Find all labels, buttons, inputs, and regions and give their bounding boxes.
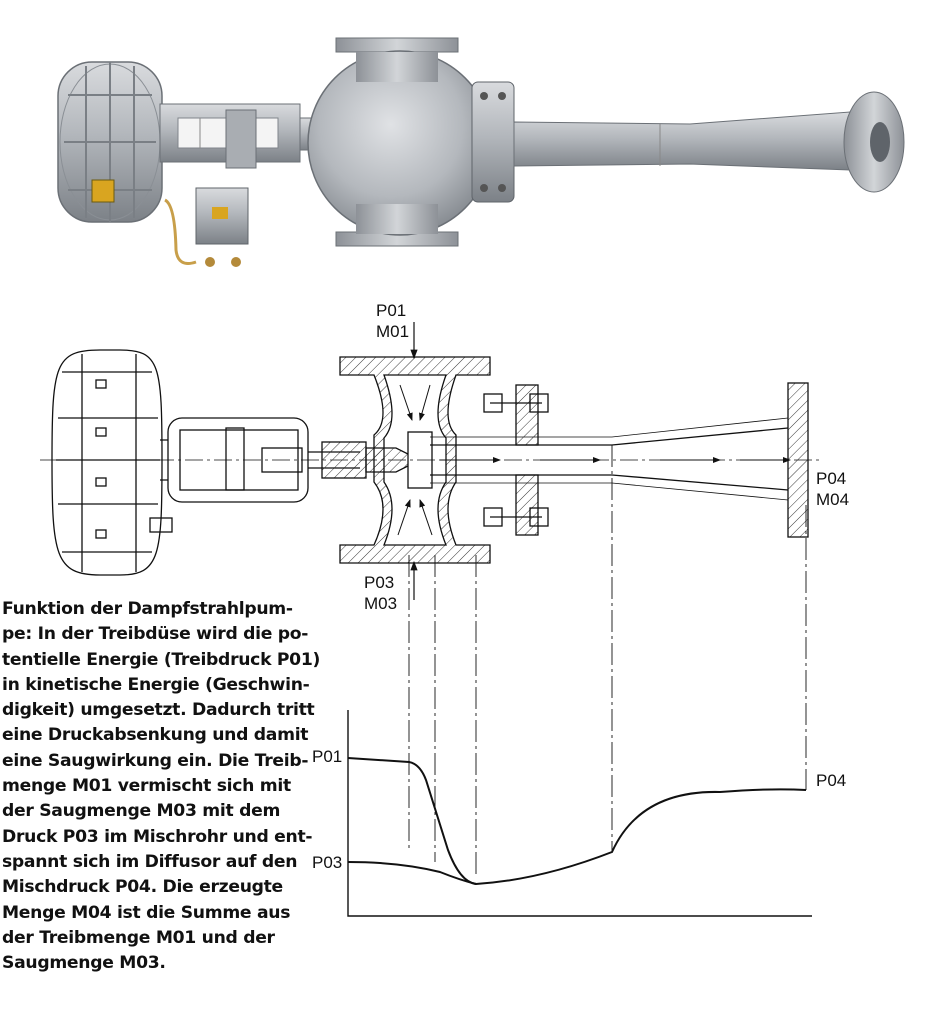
caption-line: digkeit) umgesetzt. Dadurch tritt [2,700,315,721]
caption: Funktion der Dampfstrahlpum- pe: In der … [2,597,321,976]
flange-bolts-drawing [483,384,549,536]
label-p01-top: P01 [376,301,406,320]
diffuser-tube [513,91,905,193]
caption-line: Funktion der Dampfstrahlpum- [2,599,293,619]
projection-lines [408,445,807,878]
pump-photo [57,37,905,267]
caption-line: tentielle Energie (Treibdruck P01) [2,649,321,670]
outlet-flange [471,81,515,203]
caption-line: spannt sich im Diffusor auf den [2,851,298,872]
flow-arrows [397,384,791,536]
caption-line: Saugmenge M03. [2,953,166,974]
label-p01-profile: P01 [312,747,342,766]
caption-line: Menge M04 ist die Summe aus [2,902,291,923]
label-m03-bottom: M03 [364,594,397,613]
label-p03-bottom: P03 [364,573,394,592]
caption-line: eine Druckabsenkung und damit [2,725,309,746]
label-m04-outlet: M04 [816,490,849,509]
valve-body [307,37,493,247]
pressure-curve-motive [347,757,477,885]
caption-line: pe: In der Treibdüse wird die po- [2,624,309,645]
yoke [159,103,301,169]
label-p04-outlet: P04 [816,469,846,488]
caption-line: Mischdruck P04. Die erzeugte [2,877,283,898]
label-m01-top: M01 [376,322,409,341]
pressure-profile [347,710,812,917]
pump-schematic [40,322,820,878]
profile-axes [347,710,812,917]
actuator-housing [57,61,163,223]
label-p04-profile: P04 [816,771,846,790]
caption-line: der Treibmenge M01 und der [2,927,275,948]
positioner [164,187,249,267]
actuator-drawing [51,349,173,576]
caption-line: der Saugmenge M03 mit dem [2,801,281,822]
caption-line: in kinetische Energie (Geschwin- [2,674,310,695]
caption-line: eine Saugwirkung ein. Die Treib- [2,750,309,771]
valve-section [339,356,491,564]
caption-line: Druck P03 im Mischrohr und ent- [2,826,313,847]
pressure-curve-suction [347,788,807,886]
caption-line: menge M01 vermischt sich mit [2,776,291,797]
label-p03-profile: P03 [312,853,342,872]
